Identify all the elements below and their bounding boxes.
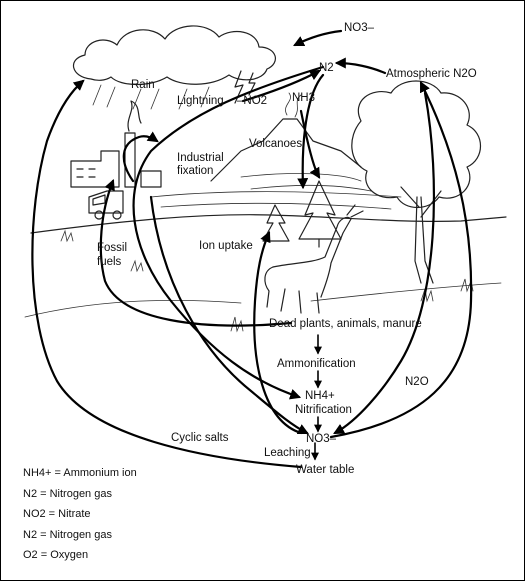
factory bbox=[70, 100, 162, 188]
label-no2: –NO2 bbox=[237, 95, 267, 107]
emissions-arrow bbox=[122, 131, 159, 183]
label-lightning: Lightning bbox=[177, 95, 224, 107]
atmospheric-return-arrow bbox=[333, 91, 436, 435]
lightning-bolt bbox=[234, 70, 256, 104]
flow-arrows bbox=[31, 29, 473, 469]
no3-to-n2o-arrow bbox=[329, 81, 473, 439]
label-n2-top: N2 bbox=[319, 62, 334, 74]
lightning-arrow bbox=[241, 69, 321, 103]
legend-item-ammonium: NH4+ = Ammonium ion bbox=[23, 467, 137, 479]
industry-to-no3-arrow bbox=[149, 195, 309, 435]
tree bbox=[351, 80, 481, 284]
label-leaching: Leaching bbox=[264, 447, 311, 459]
label-ion-uptake: Ion uptake bbox=[199, 240, 253, 252]
industrial-fixation-arrow bbox=[132, 65, 325, 400]
deer bbox=[264, 204, 364, 314]
label-volcanoes: Volcanoes bbox=[249, 138, 302, 150]
pine-trees bbox=[262, 180, 342, 248]
label-nh3: NH3 bbox=[292, 92, 315, 104]
no3-top-arrow bbox=[293, 29, 343, 47]
legend-item-nitrogen-gas: N2 = Nitrogen gas bbox=[23, 487, 112, 500]
legend-item-nitrate: NO2 = Nitrate bbox=[23, 508, 91, 520]
shore-line bbox=[150, 191, 402, 210]
label-fuels: fuels bbox=[97, 256, 122, 268]
label-fossil: Fossil bbox=[97, 242, 127, 254]
legend: NH4+ = Ammonium ion N2 = Nitrogen gas NO… bbox=[23, 463, 137, 566]
label-nitrification: Nitrification bbox=[295, 404, 352, 416]
ground-line bbox=[24, 282, 502, 318]
nh3-down-arrow bbox=[299, 109, 321, 179]
rain-cloud bbox=[73, 25, 276, 86]
label-ammonification: Ammonification bbox=[277, 358, 356, 370]
label-dead-plants: Dead plants, animals, manure bbox=[269, 318, 422, 330]
label-no3-top: NO3– bbox=[344, 22, 375, 34]
label-fixation: fixation bbox=[177, 165, 213, 177]
diagram-labels: NO3– N2 Atmospheric N2O Rain Lightning –… bbox=[97, 22, 477, 476]
truck bbox=[88, 190, 124, 220]
label-water-table: Water table bbox=[296, 464, 354, 476]
label-industrial: Industrial bbox=[177, 152, 224, 164]
rain-strokes bbox=[92, 84, 210, 110]
volcano bbox=[210, 118, 362, 182]
label-no3-bottom: NO3– bbox=[306, 433, 337, 445]
label-n2o-right: N2O bbox=[405, 376, 429, 388]
n2-down-arrow bbox=[297, 73, 325, 190]
legend-item-oxygen: O2 = Oxygen bbox=[23, 549, 89, 561]
n2o-to-n2-arrow bbox=[334, 57, 387, 75]
label-nh4: NH4+ bbox=[305, 390, 335, 402]
legend-item-nitrogen-gas-2: N2 = Nitrogen gas bbox=[23, 528, 112, 541]
fossil-fuels-arrow bbox=[99, 178, 293, 327]
cyclic-salts-arrow bbox=[31, 79, 303, 469]
label-cyclic-salts: Cyclic salts bbox=[171, 432, 229, 444]
lake bbox=[240, 173, 372, 192]
landscape-illustration bbox=[24, 25, 507, 333]
volcano-smoke bbox=[285, 92, 302, 118]
ion-uptake-arrow bbox=[253, 230, 303, 435]
label-atmospheric-n2o: Atmospheric N2O bbox=[386, 68, 477, 80]
label-rain: Rain bbox=[131, 79, 155, 91]
